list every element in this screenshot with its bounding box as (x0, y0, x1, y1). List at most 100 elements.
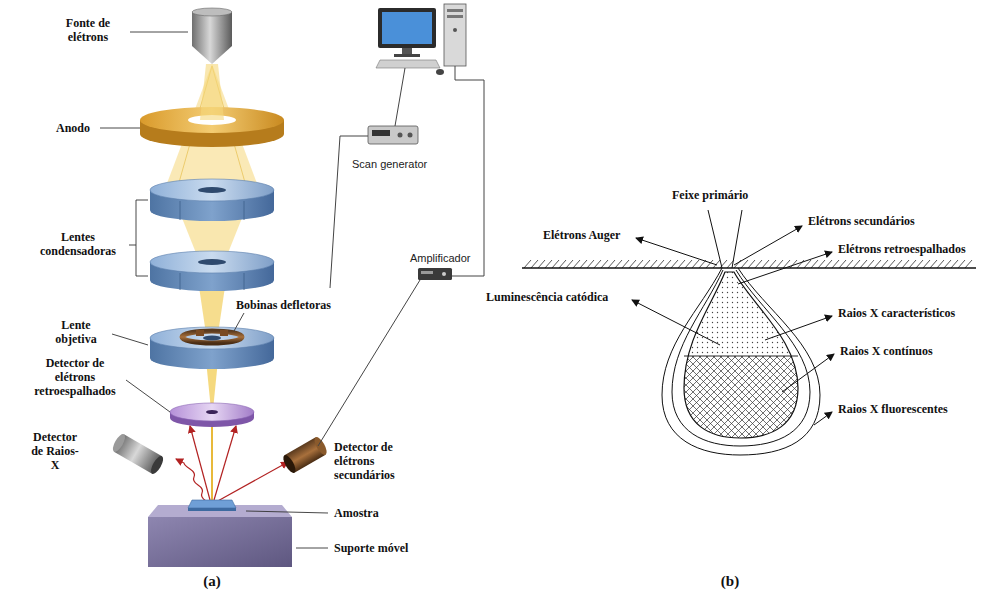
objective-lens (182, 331, 242, 343)
leader-lines (234, 313, 244, 331)
computer (447, 15, 463, 18)
signal-label: Elétrons secundários (808, 214, 915, 228)
part-label: Lentes condensadoras (32, 230, 124, 258)
interaction-volume (680, 268, 802, 442)
signal-wires (452, 66, 484, 276)
leader-lines (129, 245, 136, 246)
signal-wires (318, 66, 484, 446)
panel-label: (a) (182, 572, 242, 590)
electron-source (192, 46, 232, 64)
amplifier-device (418, 268, 452, 280)
sample-stage (188, 508, 236, 511)
part-label: Detector de elétrons secundários (334, 440, 416, 482)
condenser-lens (244, 201, 245, 220)
primary-beam (708, 210, 742, 268)
signal-label: Raios X característicos (838, 306, 955, 320)
leader-lines (296, 548, 328, 549)
objective-lens (220, 330, 228, 336)
scan-generator-device (408, 133, 413, 138)
signal-wires (318, 280, 420, 446)
backscatter-detector (170, 403, 254, 427)
part-label: Anodo (56, 121, 90, 135)
scan-generator-device (368, 126, 418, 144)
primary-beam (708, 210, 722, 268)
part-label: Detector de Raios-X (28, 430, 82, 472)
leader-lines (130, 32, 188, 33)
signal-arrows (636, 238, 717, 265)
sample-surface (524, 260, 972, 268)
scan-generator-device (372, 130, 390, 136)
sample-stage (148, 500, 292, 567)
signal-label: Luminescência catódica (486, 290, 608, 304)
condenser-lens (150, 179, 274, 201)
amplifier-device (421, 271, 433, 274)
interaction-volume (680, 356, 802, 442)
signal-arrows (632, 226, 834, 425)
leader-lines (126, 380, 170, 412)
signal-arrows (765, 316, 832, 340)
electron-source (192, 8, 232, 64)
part-label: Fonte de elétrons (50, 16, 126, 44)
leader-lines (246, 511, 328, 513)
signal-paths (216, 462, 288, 502)
panel-label: (b) (700, 572, 760, 590)
signal-arrows (632, 300, 720, 345)
signal-label: Feixe primário (672, 188, 748, 202)
secondary-detector (281, 435, 329, 474)
electron-beam (211, 420, 213, 500)
computer (436, 69, 444, 75)
sample-surface (522, 260, 976, 268)
x-ray-detector (110, 432, 165, 475)
part-label: Suporte móvel (334, 541, 408, 555)
primary-beam (732, 210, 742, 268)
signal-arrows (734, 226, 802, 265)
computer (447, 9, 463, 12)
condenser-lens (180, 201, 181, 220)
leader-lines (100, 128, 140, 129)
sample-stage (148, 517, 292, 567)
interaction-volume (662, 268, 820, 455)
objective-lens (150, 327, 274, 349)
objective-lens (203, 336, 221, 341)
signal-label: Elétrons retroespalhados (838, 242, 966, 256)
computer (394, 54, 420, 57)
device-label: Scan generator (352, 158, 427, 171)
leader-lines (136, 200, 148, 276)
signal-label: Raios X contínuos (840, 344, 933, 358)
amplifier-device (418, 268, 452, 280)
part-label: Lente objetiva (44, 318, 108, 346)
amplifier-device (442, 272, 446, 276)
sample-surface (522, 267, 976, 268)
signal-label: Elétrons Auger (543, 228, 620, 242)
signal-arrows (738, 252, 832, 284)
x-ray-detector (149, 454, 166, 475)
condenser-lens (150, 251, 274, 273)
signal-label: Raios X fluorescentes (838, 402, 948, 416)
signal-paths (214, 426, 236, 500)
objective-lens (196, 330, 204, 336)
signal-paths (176, 459, 206, 501)
computer (376, 60, 440, 68)
condenser-lens (198, 259, 226, 265)
condenser-lens (150, 179, 274, 221)
interaction-volume (684, 272, 798, 438)
anode (200, 64, 224, 120)
condenser-lens (244, 273, 245, 290)
backscatter-detector (206, 410, 218, 414)
signal-wires (395, 68, 405, 126)
computer (402, 48, 412, 54)
secondary-detector (312, 435, 329, 456)
computer (378, 8, 436, 48)
computer (453, 28, 457, 32)
sample-stage (188, 500, 236, 508)
electron-source (192, 12, 232, 46)
condenser-lens (180, 273, 181, 290)
x-ray-detector (110, 432, 127, 453)
interaction-volume (662, 268, 820, 455)
electron-source (192, 8, 232, 16)
part-label: Bobinas defletoras (236, 298, 331, 312)
computer (444, 4, 466, 66)
device-label: Amplificador (410, 252, 471, 265)
anode (140, 64, 284, 147)
